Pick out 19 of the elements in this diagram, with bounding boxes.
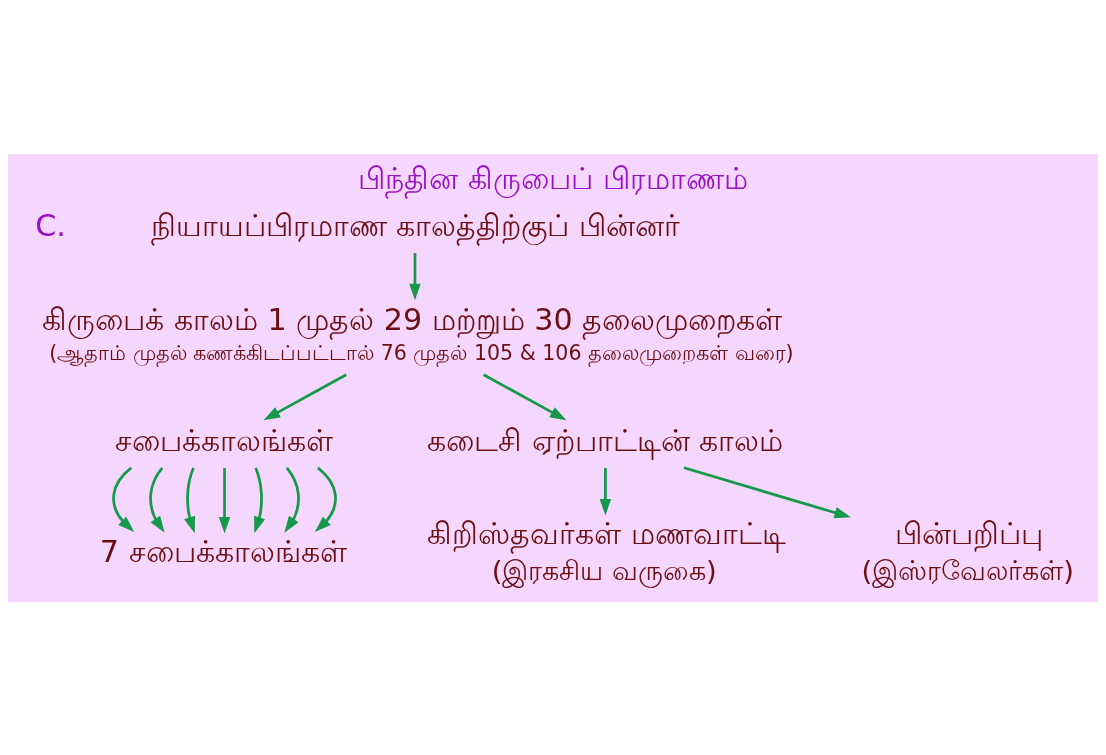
arrow [263, 373, 347, 420]
arrow [683, 465, 851, 518]
arrow [254, 466, 265, 533]
node-text: சபைக்காலங்கள் [114, 422, 333, 458]
arrow [599, 467, 612, 515]
arrow [483, 373, 567, 420]
node-text: பின்பறிப்பு (இஸ்ரவேலர்கள்) [861, 515, 1074, 586]
arrow [314, 466, 337, 532]
arrow [112, 466, 135, 532]
label: C. [35, 207, 66, 243]
node-text: கிறிஸ்தவர்கள் மணவாட்டி (இரகசிய வருகை) [427, 515, 786, 586]
node-text: கிருபைக் காலம் 1 முதல் 29 மற்றும் 30 தலைமுறைகள் (ஆதாம் முதல் கணக்கிடப்பட்டால் 76 முதல் 105 & 106 தலைமுறைகள் வரை) [42, 301, 794, 365]
arrow [184, 466, 196, 533]
arrow [218, 467, 231, 533]
arrow [409, 252, 421, 300]
arrow [284, 466, 300, 533]
node-text: கடைசி ஏற்பாட்டின் காலம் [427, 422, 784, 458]
node-text: 7 சபைக்காலங்கள் [99, 533, 347, 569]
arrow [149, 466, 165, 533]
